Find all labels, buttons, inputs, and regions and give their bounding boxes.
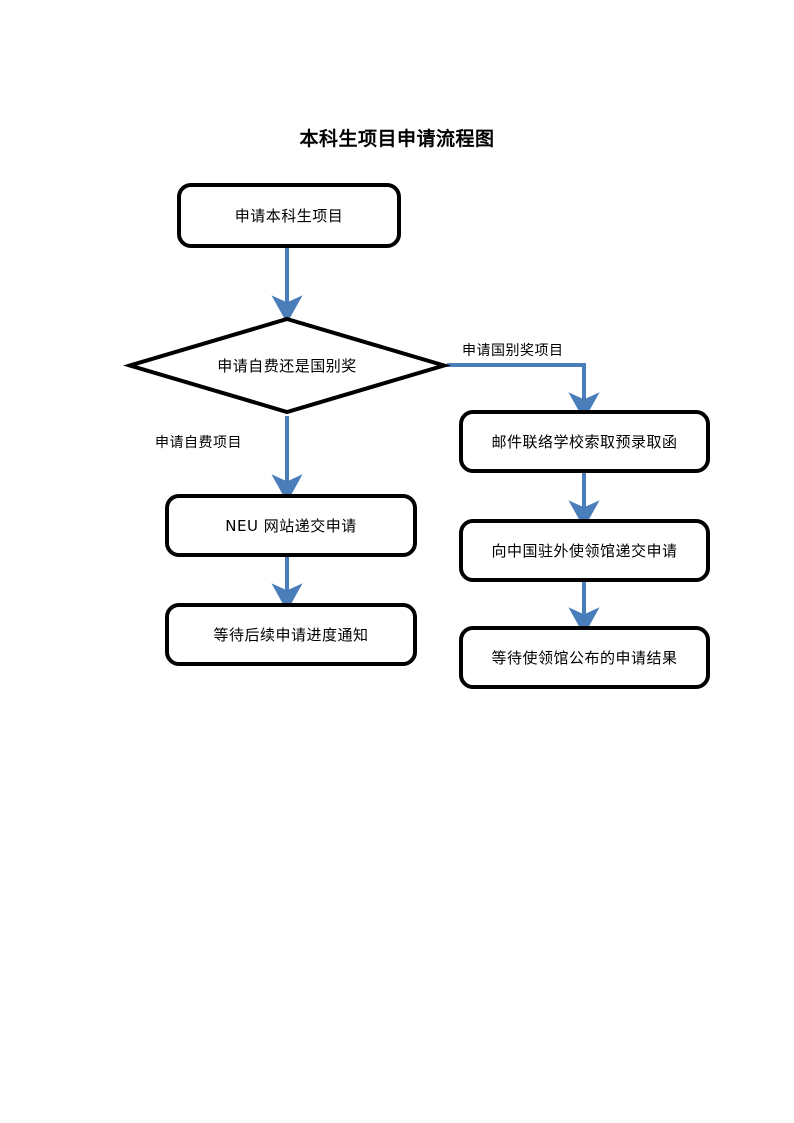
- node-award-submit-embassy[interactable]: 向中国驻外使领馆递交申请: [459, 519, 710, 582]
- node-self-apply-website[interactable]: NEU 网站递交申请: [165, 494, 417, 557]
- page-title: 本科生项目申请流程图: [299, 128, 495, 150]
- node-award-submit-embassy-label: 向中国驻外使领馆递交申请: [491, 541, 678, 560]
- edge-label-self-funded: 申请自费项目: [155, 435, 242, 451]
- node-start-label: 申请本科生项目: [234, 206, 344, 225]
- node-award-wait-result-label: 等待使领馆公布的申请结果: [491, 648, 678, 667]
- node-award-wait-result[interactable]: 等待使领馆公布的申请结果: [459, 626, 710, 689]
- node-award-request-letter-label: 邮件联络学校索取预录取函: [491, 432, 678, 451]
- edge-label-country-award: 申请国别奖项目: [462, 343, 564, 359]
- node-award-request-letter[interactable]: 邮件联络学校索取预录取函: [459, 410, 710, 473]
- node-self-apply-website-label: NEU 网站递交申请: [225, 516, 357, 535]
- diamond-shape: [122, 316, 452, 415]
- node-self-wait-progress-label: 等待后续申请进度通知: [213, 625, 369, 644]
- connector-decision-to-award-branch: [447, 363, 600, 421]
- node-self-wait-progress[interactable]: 等待后续申请进度通知: [165, 603, 417, 666]
- node-decision[interactable]: 申请自费还是国别奖: [122, 316, 452, 415]
- node-start[interactable]: 申请本科生项目: [177, 183, 401, 248]
